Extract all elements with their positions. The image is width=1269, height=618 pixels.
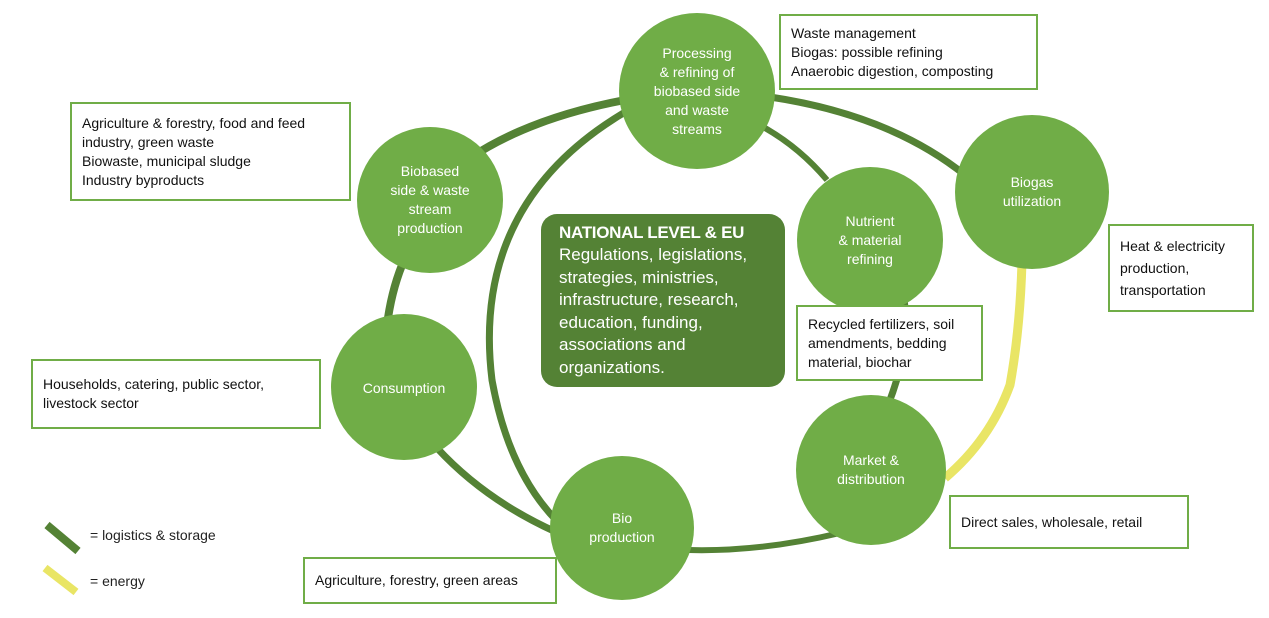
legend-logistics-label: = logistics & storage [90, 527, 216, 543]
center-title: NATIONAL LEVEL & EU [559, 223, 745, 242]
node-consumption [331, 314, 477, 460]
logistics-link-consumption-bioproduction [434, 445, 558, 536]
box-agriculture-forestry: Agriculture, forestry, green areas [303, 557, 557, 604]
logistics-link-processing-nutrient [763, 125, 830, 182]
legend-logistics-line [44, 521, 81, 555]
legend-energy-line [42, 564, 79, 596]
center-body: Regulations, legislations, strategies, m… [559, 245, 748, 377]
box-waste-management: Waste management Biogas: possible refini… [779, 14, 1038, 90]
legend-energy-label: = energy [90, 573, 145, 589]
logistics-link-processing-biobased [467, 96, 626, 162]
box-households: Households, catering, public sector, liv… [31, 359, 321, 429]
box-heat-electricity: Heat & electricity production, transport… [1108, 224, 1254, 312]
node-bio-production [550, 456, 694, 600]
logistics-link-processing-biogas [769, 93, 968, 178]
node-processing [619, 13, 775, 169]
box-direct-sales: Direct sales, wholesale, retail [949, 495, 1189, 549]
node-nutrient [797, 167, 943, 313]
box-recycled-fertilizers: Recycled fertilizers, soil amendments, b… [796, 305, 983, 381]
center-box: NATIONAL LEVEL & EU Regulations, legisla… [541, 214, 785, 387]
node-biogas [955, 115, 1109, 269]
energy-link-biogas-market [942, 261, 1027, 482]
logistics-link-bioproduction-market [687, 530, 841, 554]
node-market [796, 395, 946, 545]
logistics-link-processing-inner [485, 104, 634, 523]
box-agriculture-feed: Agriculture & forestry, food and feed in… [70, 102, 351, 201]
node-biobased [357, 127, 503, 273]
